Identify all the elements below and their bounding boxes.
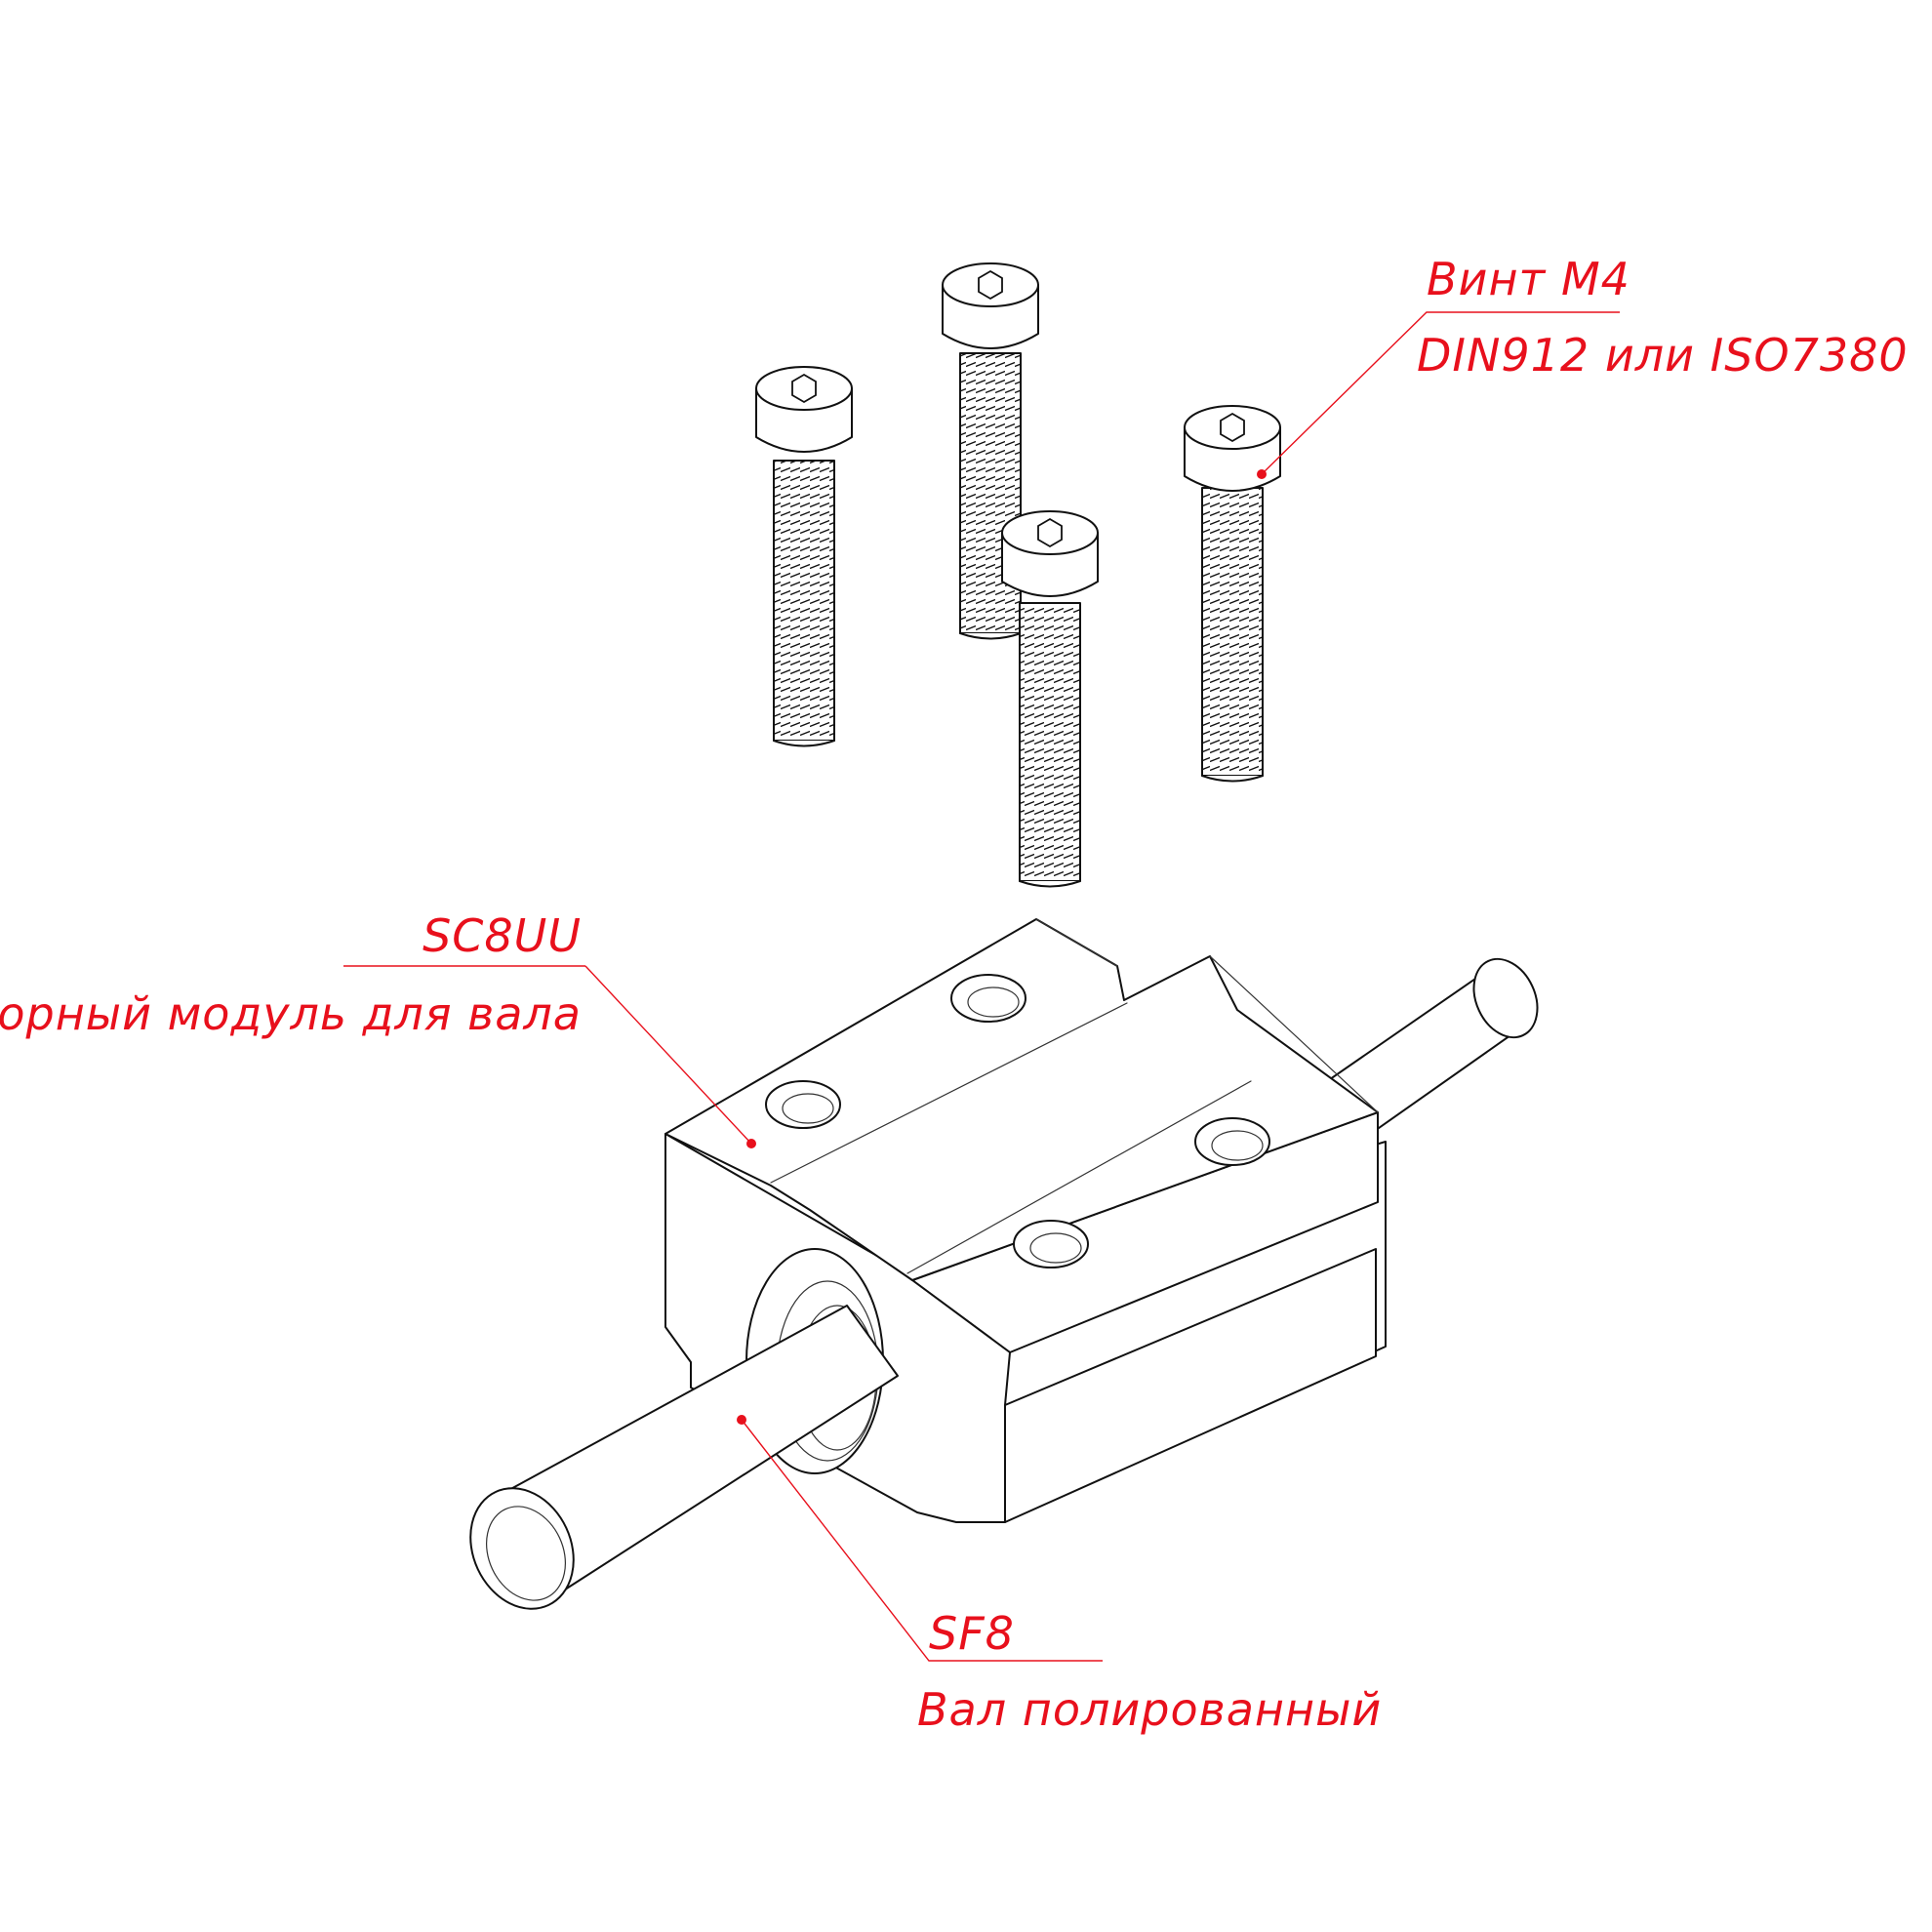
callout-screw-title: Винт М4: [1427, 253, 1630, 305]
callout-block-subtitle: Опорный модуль для вала: [0, 987, 582, 1040]
callout-shaft: SF8 Вал полированный: [737, 1415, 1382, 1736]
callout-screw: Винт М4 DIN912 или ISO7380: [1257, 253, 1909, 479]
bearing-block: [664, 918, 1387, 1523]
callout-screw-subtitle: DIN912 или ISO7380: [1417, 329, 1909, 382]
callout-block-title: SC8UU: [423, 909, 582, 962]
screw-right: [1184, 405, 1281, 783]
screw-back: [942, 262, 1039, 640]
shaft-front: [469, 1305, 899, 1610]
callout-shaft-title: SF8: [929, 1607, 1015, 1660]
callout-shaft-subtitle: Вал полированный: [917, 1683, 1382, 1736]
screw-front: [1001, 510, 1099, 888]
callout-block: SC8UU Опорный модуль для вала: [0, 909, 756, 1148]
screw-left: [755, 366, 853, 747]
